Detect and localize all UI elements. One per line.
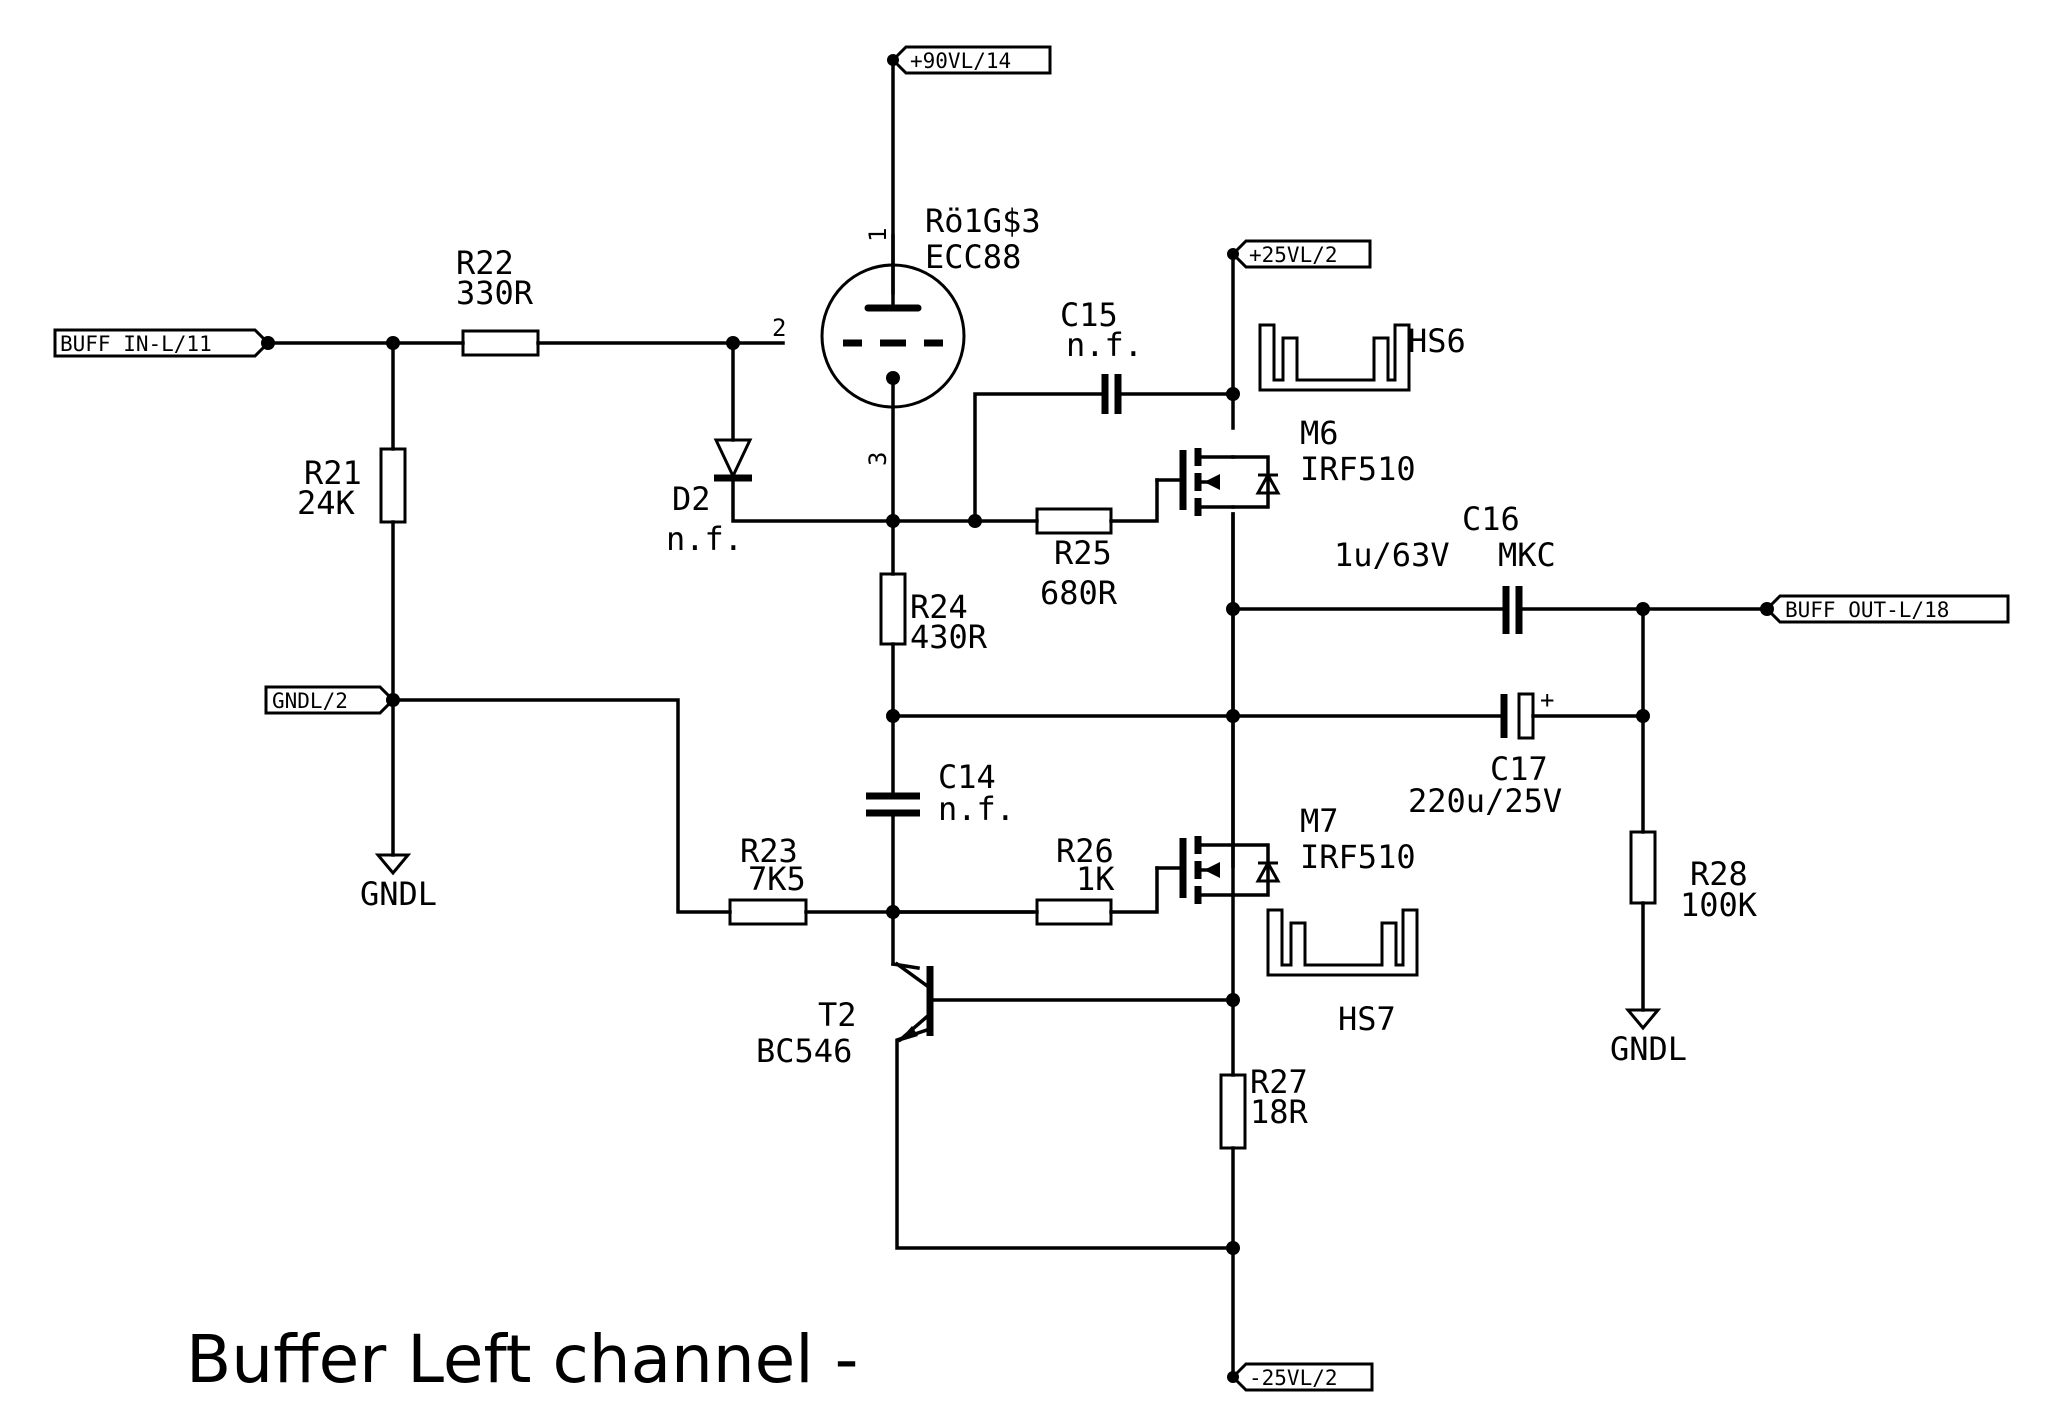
plus-label: + [1540,686,1554,714]
resistor-r25: R25 680R [1035,507,1118,612]
capacitor-c16: C16 1u/63V MKC [1334,500,1556,634]
value-label: 100K [1680,886,1758,924]
port-label: BUFF_OUT-L/18 [1785,598,1949,622]
diode-d2: D2 n.f. [666,438,753,558]
value-label: 330R [456,274,534,312]
junction-dot [1226,602,1240,616]
resistor-r26: R26 1K [1035,832,1115,926]
port-label: +25VL/2 [1249,243,1338,267]
ground-symbol-right: GNDL [1610,1008,1687,1068]
ref-label: C14 [938,758,996,796]
ref-label: R28 [1690,855,1748,893]
ref-label: M6 [1300,414,1339,452]
pin-label: 3 [864,452,892,466]
junctions [261,54,1774,1383]
value-label: 1u/63V [1334,536,1450,574]
port-label: -25VL/2 [1249,1366,1338,1390]
ref-label: HS6 [1408,322,1466,360]
transistor-t2: T2 BC546 [756,961,934,1070]
ref-label: M7 [1300,802,1339,840]
junction-dot [386,336,400,350]
port-gndl: GNDL/2 [264,685,396,715]
port-v25n: -25VL/2 [1230,1362,1374,1392]
value-label: 430R [910,618,988,656]
resistor-r28: R28 100K [1629,830,1758,924]
ref-label: HS7 [1338,1000,1396,1038]
junction-dot [886,709,900,723]
junction-dot [1636,602,1650,616]
value-label: n.f. [666,520,743,558]
value-label: IRF510 [1300,838,1416,876]
type-label: MKC [1498,536,1556,574]
value-label: n.f. [1066,326,1143,364]
heatsink-hs7: HS7 [1266,908,1419,1038]
value-label: 24K [297,484,356,522]
value-label: 680R [1040,574,1118,612]
value-label: BC546 [756,1032,852,1070]
ref-label: R21 [304,454,362,492]
ref-label: T2 [818,996,857,1034]
sheet-title: Buffer Left channel - [186,1321,858,1398]
junction-dot [1636,709,1650,723]
junction-dot [886,514,900,528]
mosfet-m7: M7 IRF510 [1155,802,1416,904]
port-v25p: +25VL/2 [1230,239,1372,269]
ref-label: Rö1G$3 [925,202,1041,240]
ref-label: C16 [1462,500,1520,538]
ground-label: GNDL [1610,1030,1687,1068]
ref-label: R26 [1056,832,1114,870]
port-v90: +90VL/14 [890,45,1052,75]
value-label: ECC88 [925,238,1021,276]
resistor-r27: R27 18R [1219,1063,1309,1150]
ref-label: C15 [1060,296,1118,334]
port-label: +90VL/14 [910,49,1011,73]
junction-dot [726,336,740,350]
ref-label: C17 [1490,750,1548,788]
ground-symbol-left: GNDL [360,853,437,913]
ref-label: R27 [1250,1063,1308,1101]
junction-dot [886,905,900,919]
mosfet-m6: M6 IRF510 [1155,414,1416,516]
capacitor-c15: C15 n.f. [1060,296,1143,414]
capacitor-c14: C14 n.f. [866,758,1015,828]
resistor-r24: R24 430R [879,572,988,656]
junction-dot [1226,709,1240,723]
resistor-r23: R23 7K5 [728,832,808,926]
capacitor-c17: + C17 220u/25V [1408,686,1562,820]
junction-dot [1226,1241,1240,1255]
junction-dot [968,514,982,528]
heatsink-hs6: HS6 [1258,322,1466,392]
port-label: BUFF_IN-L/11 [60,332,212,356]
ref-label: R25 [1054,534,1112,572]
pin-label: 2 [772,314,786,342]
tube-ecc88: 1 2 3 Rö1G$3 ECC88 [772,202,1041,466]
junction-dot [1226,387,1240,401]
value-label: n.f. [938,790,1015,828]
value-label: 220u/25V [1408,782,1562,820]
ref-label: R23 [740,832,798,870]
value-label: 7K5 [748,860,806,898]
resistor-r21: R21 24K [297,447,407,524]
junction-dot [1226,993,1240,1007]
value-label: IRF510 [1300,450,1416,488]
ref-label: D2 [672,480,711,518]
port-buff-out: BUFF_OUT-L/18 [1764,594,2010,624]
ground-label: GNDL [360,875,437,913]
value-label: 1K [1076,860,1115,898]
resistor-r22: R22 330R [456,244,540,357]
port-buff-in: BUFF_IN-L/11 [53,328,271,358]
ref-label: R22 [456,244,514,282]
port-label: GNDL/2 [272,689,348,713]
pin-label: 1 [864,228,892,242]
value-label: 18R [1250,1093,1309,1131]
ref-label: R24 [910,588,968,626]
